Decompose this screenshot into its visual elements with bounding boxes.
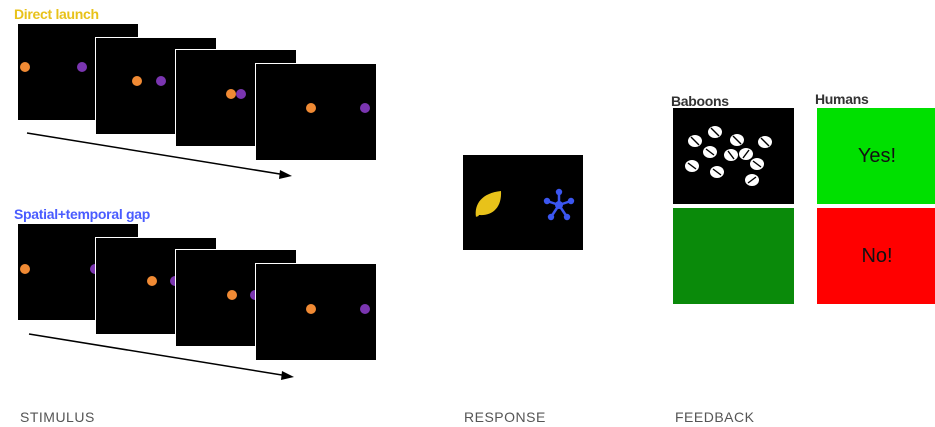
baboons-label: Baboons: [671, 93, 729, 109]
direct-launch-label: Direct launch: [14, 6, 99, 22]
yes-text: Yes!: [857, 144, 897, 167]
humans-label: Humans: [815, 91, 869, 107]
purple-dot: [77, 62, 87, 72]
orange-dot: [306, 304, 316, 314]
purple-dot: [236, 89, 246, 99]
human-yes-box: Yes!: [817, 108, 935, 204]
time-arrow-top: [26, 132, 292, 179]
purple-dot: [90, 264, 100, 274]
orange-dot: [306, 103, 316, 113]
orange-dot: [227, 290, 237, 300]
purple-dot: [170, 276, 180, 286]
orange-dot: [20, 62, 30, 72]
gap-frame-4: [256, 264, 376, 360]
baboon-correct-box: [673, 208, 794, 304]
purple-dot: [250, 290, 260, 300]
purple-dot: [156, 76, 166, 86]
orange-dot: [132, 76, 142, 86]
no-text: No!: [861, 244, 893, 267]
feedback-stage-label: FEEDBACK: [675, 409, 755, 425]
direct-launch-frame-4: [256, 64, 376, 160]
spatial-temporal-gap-label: Spatial+temporal gap: [14, 206, 150, 222]
stimulus-stage-label: STIMULUS: [20, 409, 95, 425]
grain-pellets-icon: [685, 126, 772, 186]
response-screen: [463, 155, 583, 250]
orange-dot: [226, 89, 236, 99]
purple-dot: [360, 103, 370, 113]
time-arrow-bottom: [28, 333, 294, 380]
human-no-box: No!: [817, 208, 935, 304]
baboon-reward-box: [673, 108, 794, 204]
orange-dot: [147, 276, 157, 286]
orange-dot: [20, 264, 30, 274]
purple-dot: [360, 304, 370, 314]
leaf-icon[interactable]: [472, 188, 504, 220]
star-network-icon[interactable]: [542, 188, 576, 222]
response-stage-label: RESPONSE: [464, 409, 546, 425]
